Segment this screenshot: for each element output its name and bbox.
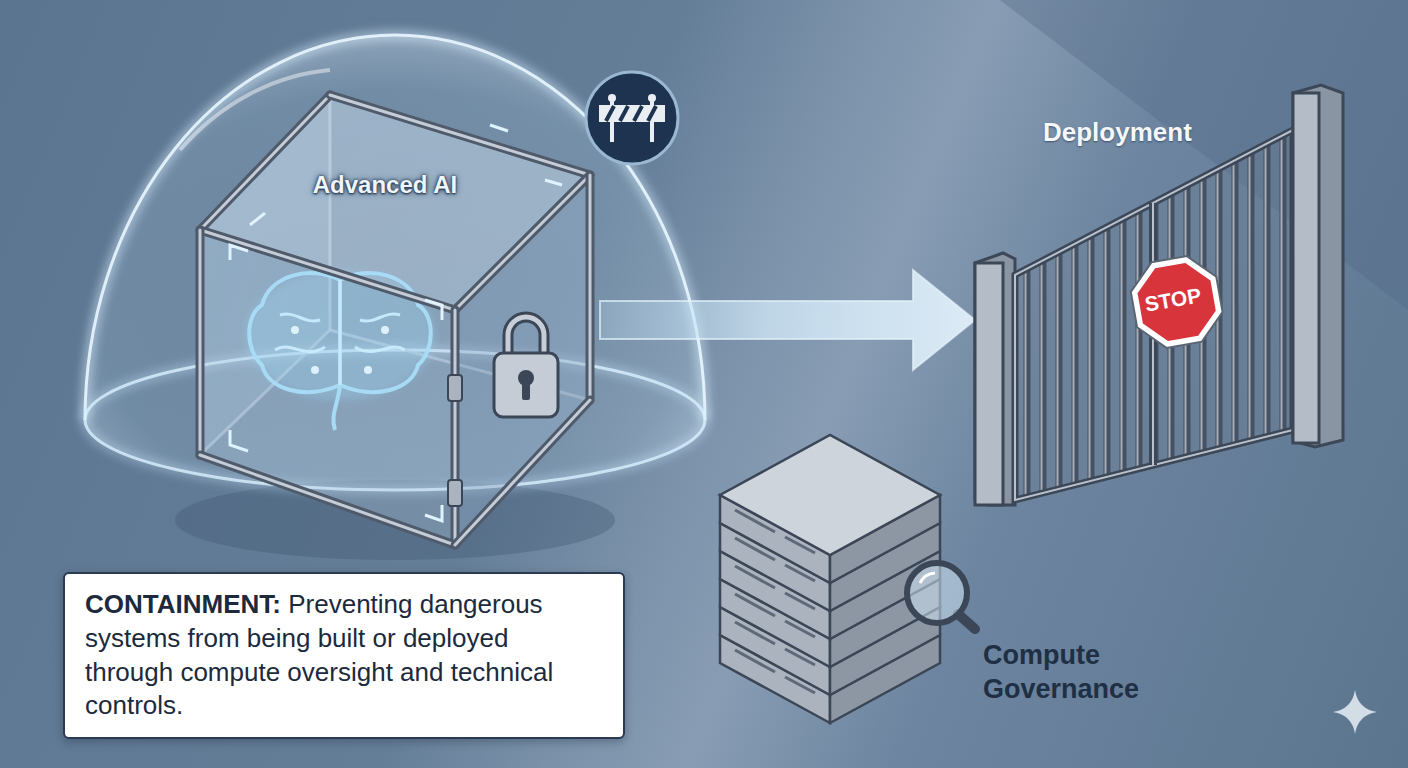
gate-label: Deployment xyxy=(1043,117,1192,148)
flow-arrow xyxy=(600,270,975,370)
server-label: Compute Governance xyxy=(983,639,1178,707)
caption-heading: CONTAINMENT: xyxy=(85,589,281,619)
arrow-shape xyxy=(600,270,975,370)
sparkle xyxy=(1333,690,1377,734)
deployment-gate: DeploymentSTOP xyxy=(975,85,1345,505)
compute-server: Compute Governance xyxy=(715,415,1185,735)
ai-cube: Advanced AI xyxy=(190,85,600,550)
node-label: Advanced AI xyxy=(275,171,495,199)
ai-cube-shape xyxy=(190,85,600,550)
stop-sign: STOP xyxy=(1126,255,1227,349)
barrier-icon xyxy=(586,72,678,164)
caption-box: CONTAINMENT:Preventing dangerous systems… xyxy=(63,572,625,739)
